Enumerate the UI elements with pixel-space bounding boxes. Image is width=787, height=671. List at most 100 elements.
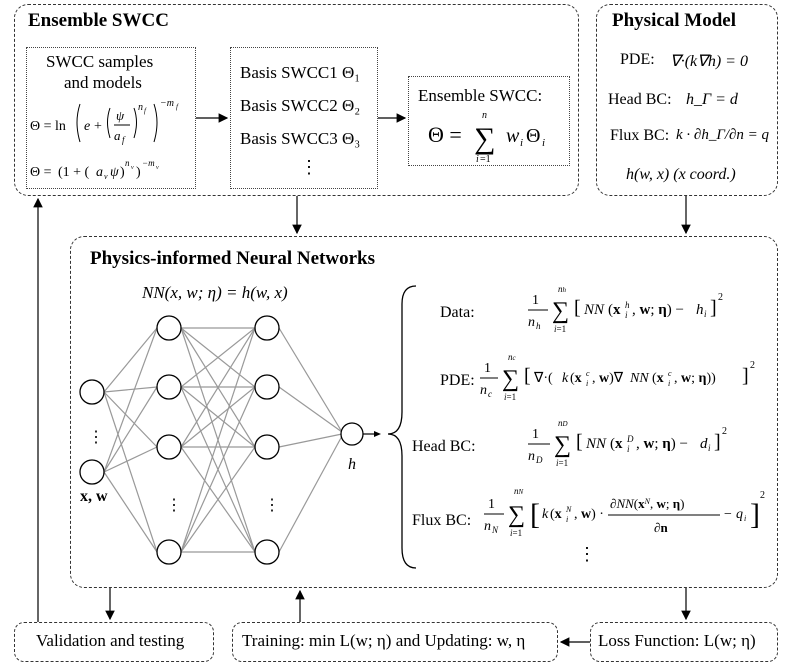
basis-swcc-1: Basis SWCC1 Θ₁: [240, 63, 361, 82]
basis-swcc-3: Basis SWCC3 Θ₃: [240, 129, 361, 148]
nn-equation: NN(x, w; η) = h(w, x): [142, 283, 288, 302]
ensemble-result-label: Ensemble SWCC:: [418, 86, 543, 105]
svg-text:i: i: [627, 444, 630, 454]
svg-text:[: [: [576, 431, 583, 453]
svg-text:Θ =: Θ =: [428, 122, 462, 147]
loss-pde-eq: 1 n c nc ∑ i=1 [ ∇·( k (x c i , w)∇ NN (…: [480, 352, 755, 402]
svg-text:i: i: [625, 310, 628, 320]
svg-text:c: c: [668, 369, 672, 378]
ensemble-swcc-panel: [14, 4, 579, 196]
svg-text:−m: −m: [160, 98, 174, 109]
svg-text:i: i: [586, 379, 588, 388]
svg-text:−: −: [724, 507, 732, 522]
svg-text:]: ]: [714, 431, 721, 453]
svg-text:Θ = ln: Θ = ln: [30, 119, 66, 134]
svg-text:Θ: Θ: [526, 125, 540, 147]
svg-text:∂n: ∂n: [654, 520, 668, 535]
training-box: [232, 622, 558, 662]
basis-swcc-box: [230, 47, 378, 189]
svg-text:i: i: [520, 137, 523, 149]
pinn-panel: [70, 236, 778, 588]
svg-text:, w; η)): , w; η)): [674, 371, 716, 386]
svg-text:[: [: [524, 365, 531, 387]
validation-testing-label: Validation and testing: [36, 631, 185, 650]
svg-text:nD: nD: [558, 418, 568, 428]
basis-swcc-2: Basis SWCC2 Θ₂: [240, 96, 361, 115]
svg-text:∑: ∑: [508, 502, 525, 528]
validation-testing-box: [14, 622, 214, 662]
swcc-samples-box: [26, 47, 196, 189]
svg-text:n: n: [482, 110, 487, 121]
svg-text:h: h: [536, 321, 541, 331]
svg-text:nN: nN: [514, 486, 524, 496]
svg-text:⋮: ⋮: [88, 429, 104, 446]
svg-text:i: i: [542, 137, 545, 149]
svg-text:2: 2: [718, 292, 723, 303]
loss-flux-eq: 1 n N nN ∑ i=1 [ k (x N i , w) · ∂NN(xN,…: [484, 486, 765, 538]
svg-text:): ): [136, 165, 141, 180]
svg-text:=1: =1: [480, 154, 491, 164]
svg-text:N: N: [491, 525, 499, 535]
svg-text:[: [: [530, 498, 540, 531]
samples-label-line2: and models: [64, 73, 142, 92]
svg-text:w: w: [506, 125, 520, 147]
svg-text:1: 1: [532, 293, 539, 308]
loss-head-eq: 1 n D nD ∑ i=1 [ NN (x D i , w; η) − d i…: [528, 418, 727, 468]
svg-text:NN: NN: [585, 436, 607, 452]
nn-input-label: x, w: [80, 488, 108, 505]
physical-flux-eq: k · ∂h_Γ/∂n = q: [676, 127, 770, 143]
svg-text:v: v: [104, 172, 108, 181]
nn-hidden-layer-2: [254, 315, 280, 565]
svg-text:h: h: [696, 302, 704, 318]
svg-text:∂NN(xN, w; η): ∂NN(xN, w; η): [610, 496, 684, 511]
svg-text:+: +: [94, 119, 102, 134]
loss-function-box: [590, 622, 778, 662]
neural-network-diagram: ⋮ ⋮ ⋮: [79, 315, 381, 565]
loss-head-label: Head BC:: [412, 438, 476, 455]
nn-input-nodes: [79, 379, 105, 485]
svg-text:i=1: i=1: [556, 458, 568, 468]
svg-text:]: ]: [750, 498, 760, 531]
svg-text:i: i: [566, 515, 568, 524]
svg-text:D: D: [535, 455, 543, 465]
svg-text:d: d: [700, 436, 708, 452]
svg-text:∑: ∑: [552, 298, 569, 324]
samples-label-line1: SWCC samples: [46, 52, 154, 71]
svg-text:c: c: [488, 389, 492, 399]
svg-text:∑: ∑: [554, 432, 571, 458]
svg-text:f: f: [144, 107, 147, 115]
physical-model-panel: [596, 4, 778, 196]
svg-text:∇·(: ∇·(: [533, 371, 553, 386]
svg-text:i: i: [476, 154, 479, 164]
svg-text:2: 2: [722, 426, 727, 437]
svg-text:n: n: [528, 315, 535, 330]
svg-text:k: k: [562, 371, 569, 386]
svg-text:, w) ·: , w) ·: [574, 507, 604, 522]
svg-text:i: i: [744, 514, 746, 523]
ensemble-swcc-title: Ensemble SWCC: [28, 10, 169, 31]
loss-data-label: Data:: [440, 304, 475, 321]
svg-text:q: q: [736, 507, 743, 522]
loss-pde-label: PDE:: [440, 372, 475, 389]
svg-text:f: f: [122, 135, 126, 145]
ensemble-sum-equation: Θ = n ∑ i =1 w i Θ i: [428, 110, 545, 164]
svg-text:NN: NN: [583, 302, 605, 318]
svg-text:a: a: [114, 128, 121, 143]
svg-text:nc: nc: [508, 352, 517, 362]
loss-more-dots: ⋮: [578, 544, 596, 564]
svg-text:NN: NN: [629, 371, 649, 386]
svg-text:n: n: [125, 158, 130, 168]
svg-text:]: ]: [710, 297, 717, 319]
svg-text:D: D: [626, 434, 634, 444]
svg-text:nh: nh: [558, 284, 567, 294]
svg-text:2: 2: [750, 360, 755, 371]
svg-text:k: k: [542, 507, 549, 522]
svg-text:i: i: [704, 309, 707, 319]
svg-text:n: n: [480, 383, 487, 398]
svg-text:, w; η) −: , w; η) −: [632, 302, 684, 318]
svg-text:n: n: [528, 449, 535, 464]
svg-text:n: n: [484, 519, 491, 534]
svg-text:N: N: [565, 505, 572, 514]
nn-hidden-layer-1: [156, 315, 182, 565]
